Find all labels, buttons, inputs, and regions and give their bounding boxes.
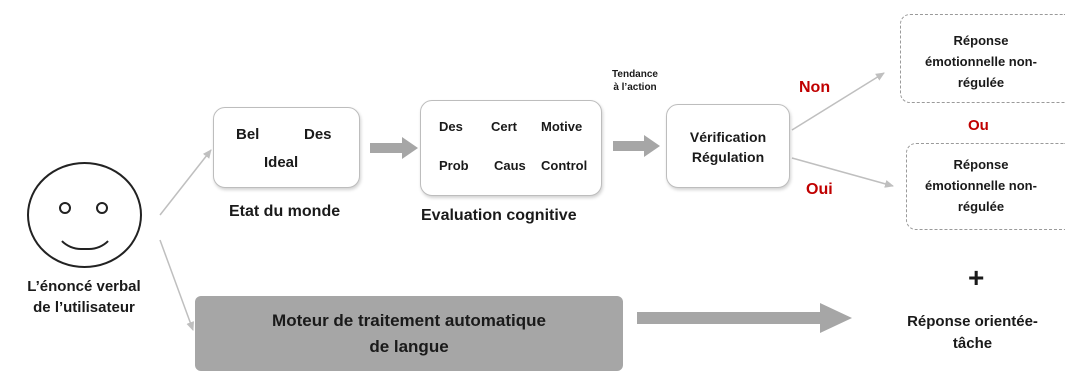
response-bottom-box xyxy=(906,143,1065,230)
branch-line-to-top-response xyxy=(791,72,885,131)
eval-item-cert: Cert xyxy=(491,119,518,134)
left-eye-icon xyxy=(59,202,71,214)
world-state-caption: Etat du monde xyxy=(229,203,341,220)
response-top-line-1: Réponse xyxy=(953,33,1009,48)
eval-item-control: Control xyxy=(541,158,588,173)
response-bottom-line-1: Réponse xyxy=(953,157,1009,172)
response-bottom-line-3: régulée xyxy=(957,199,1005,214)
nlp-engine-line-2: de langue xyxy=(369,337,449,356)
eval-item-prob: Prob xyxy=(439,158,469,173)
response-top-box xyxy=(900,14,1065,103)
world-state-box: Bel Des Ideal xyxy=(213,107,360,188)
world-state-item-ideal: Ideal xyxy=(264,154,299,171)
tendency-label-line-2: à l’action xyxy=(613,82,657,93)
user-label-line-2: de l’utilisateur xyxy=(33,299,135,316)
branch-line-to-engine xyxy=(159,239,195,331)
eval-item-caus: Caus xyxy=(494,158,526,173)
task-response-line-1: Réponse orientée- xyxy=(907,313,1038,330)
user-label-line-1: L’énoncé verbal xyxy=(27,278,141,295)
response-top-line-2: émotionnelle non- xyxy=(925,54,1037,69)
verification-line-1: Vérification xyxy=(689,129,767,145)
branch-line-to-world-state xyxy=(159,149,212,216)
nlp-engine-text: Moteur de traitement automatique de lang… xyxy=(195,308,623,360)
verification-text: Vérification Régulation xyxy=(667,127,789,167)
user-smiley-face xyxy=(27,162,142,268)
plus-sign: + xyxy=(968,262,985,293)
cognitive-evaluation-box: Des Cert Motive Prob Caus Control xyxy=(420,100,602,196)
response-bottom-line-2: émotionnelle non- xyxy=(925,178,1037,193)
nlp-engine-line-1: Moteur de traitement automatique xyxy=(272,311,546,330)
task-response-line-2: tâche xyxy=(952,335,993,352)
verification-box: Vérification Régulation xyxy=(666,104,790,188)
eval-item-motive: Motive xyxy=(541,119,583,134)
arrow-eval-to-verification xyxy=(613,135,660,157)
right-eye-icon xyxy=(96,202,108,214)
response-bottom-text: Réponse émotionnelle non- régulée xyxy=(901,154,1061,217)
world-state-item-bel: Bel xyxy=(236,126,260,143)
verification-line-2: Régulation xyxy=(691,149,765,165)
separator-or: Ou xyxy=(968,117,989,134)
tendency-label-line-1: Tendance xyxy=(612,69,658,80)
arrow-world-to-eval xyxy=(370,137,418,159)
response-top-line-3: régulée xyxy=(957,75,1005,90)
mouth-smile-icon xyxy=(53,222,117,250)
world-state-item-des: Des xyxy=(304,126,332,143)
eval-item-des: Des xyxy=(439,119,463,134)
nlp-engine-box: Moteur de traitement automatique de lang… xyxy=(195,296,623,371)
branch-line-to-bottom-response xyxy=(791,157,894,188)
user-label: L’énoncé verbal de l’utilisateur xyxy=(10,276,158,318)
response-top-text: Réponse émotionnelle non- régulée xyxy=(901,30,1061,93)
tendency-label: Tendance à l’action xyxy=(600,68,670,94)
arrow-engine-to-task-response xyxy=(637,303,852,333)
branch-label-no: Non xyxy=(799,79,831,96)
task-response-label: Réponse orientée- tâche xyxy=(880,311,1065,355)
cognitive-evaluation-caption: Evaluation cognitive xyxy=(421,207,577,224)
branch-label-yes: Oui xyxy=(806,181,833,198)
